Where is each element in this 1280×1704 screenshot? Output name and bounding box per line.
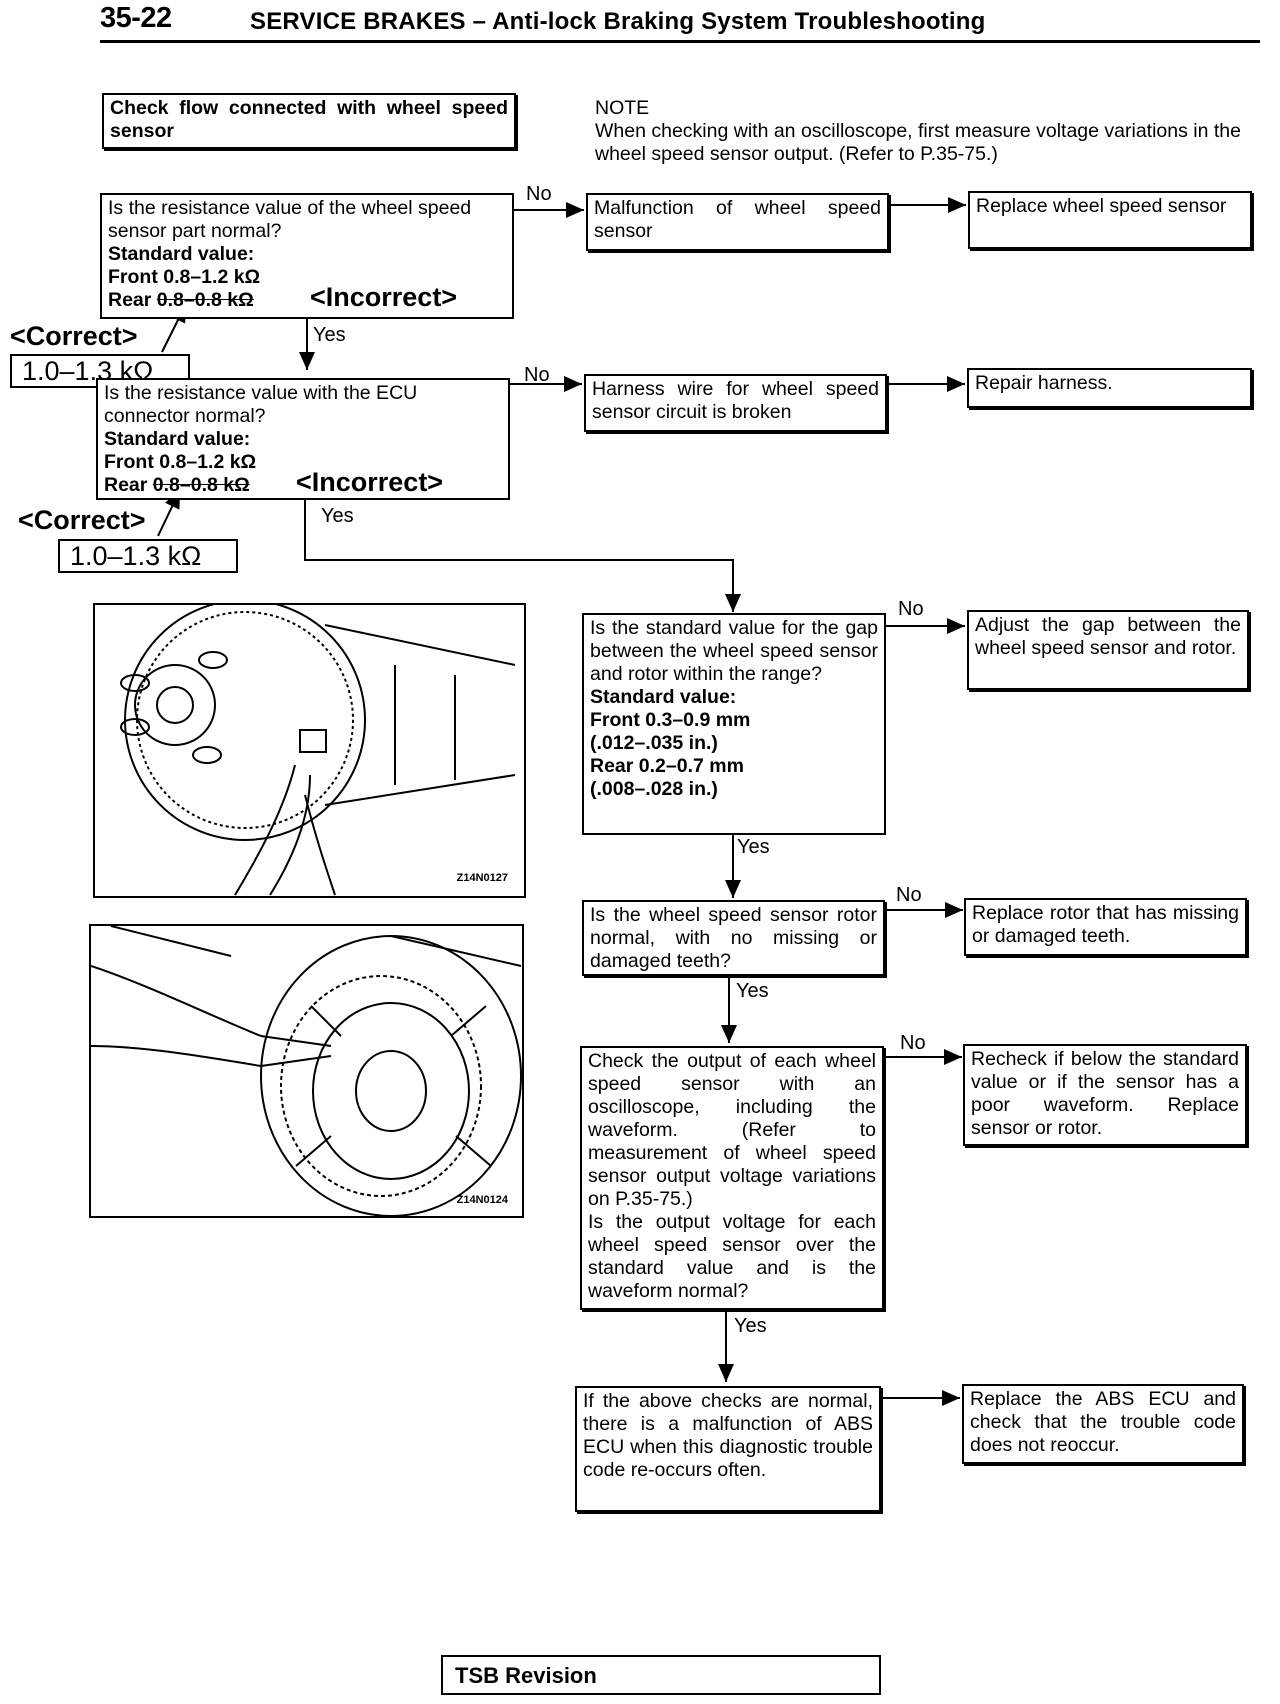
step2-front: Front 0.8–1.2 kΩ [104, 451, 257, 473]
step1-front: Front 0.8–1.2 kΩ [108, 266, 261, 288]
figure1-code: Z14N0127 [456, 872, 508, 884]
step5-text1: Check the output of each wheel speed sen… [588, 1050, 876, 1210]
step2-rear-prefix: Rear [104, 474, 148, 496]
step6-action: Replace the ABS ECU and check that the t… [962, 1384, 1244, 1464]
step1-incorrect-label: <Incorrect> [310, 282, 458, 312]
step3-no-label: No [898, 598, 924, 620]
step5-text2: Is the output voltage for each wheel spe… [588, 1211, 876, 1302]
step1-yes-label: Yes [313, 324, 346, 346]
figure2-code: Z14N0124 [456, 1194, 508, 1206]
step1-correct-label: <Correct> [10, 321, 138, 351]
step5-box: Check the output of each wheel speed sen… [580, 1046, 884, 1310]
step5-yes-label: Yes [734, 1315, 767, 1337]
step4-no-action: Replace rotor that has missing or damage… [964, 898, 1247, 956]
start-box: Check flow connected with wheel speed se… [102, 93, 516, 149]
step1-box: Is the resistance value of the wheel spe… [100, 193, 514, 319]
page-number: 35-22 [100, 2, 172, 34]
step3-rear-in: (.008–.028 in.) [590, 778, 718, 800]
step2-incorrect-label: <Incorrect> [296, 467, 444, 497]
header-rule [100, 40, 1260, 43]
step2-no-action: Repair harness. [967, 368, 1252, 408]
step1-rear-struck: 0.8–0.8 kΩ [156, 289, 254, 311]
step3-no-action: Adjust the gap between the wheel speed s… [967, 610, 1249, 690]
step2-no-label: No [524, 364, 550, 386]
step2-correct-value: 1.0–1.3 kΩ [58, 539, 238, 573]
step2-rear-struck: 0.8–0.8 kΩ [152, 474, 250, 496]
note-heading: NOTE [595, 97, 650, 119]
step6-box: If the above checks are normal, there is… [575, 1386, 881, 1512]
page-title: SERVICE BRAKES – Anti-lock Braking Syste… [250, 8, 986, 35]
figure-rotor-teeth: Z14N0124 [89, 924, 524, 1218]
step5-no-label: No [900, 1032, 926, 1054]
step2-box: Is the resistance value with the ECU con… [96, 378, 510, 500]
step3-question: Is the standard value for the gap betwee… [590, 617, 878, 685]
step1-rear-prefix: Rear [108, 289, 152, 311]
step2-no-result: Harness wire for wheel speed sensor circ… [584, 374, 887, 432]
step2-std-label: Standard value: [104, 428, 251, 450]
step1-question: Is the resistance value of the wheel spe… [108, 197, 472, 242]
step1-std-label: Standard value: [108, 243, 255, 265]
step1-no-result: Malfunction of wheel speed sensor [586, 193, 889, 251]
note-text: When checking with an oscilloscope, firs… [595, 120, 1241, 165]
step3-front-in: (.012–.035 in.) [590, 732, 718, 754]
step3-box: Is the standard value for the gap betwee… [582, 613, 886, 835]
step3-rear: Rear 0.2–0.7 mm [590, 755, 744, 777]
wheel-hub-illustration [120, 605, 516, 896]
step3-std-label: Standard value: [590, 686, 737, 708]
figure-wheel-speed-sensor-gap: Z14N0127 [93, 603, 526, 898]
step3-yes-label: Yes [737, 836, 770, 858]
step4-no-label: No [896, 884, 922, 906]
rotor-hub-illustration [91, 926, 522, 1216]
step2-question: Is the resistance value with the ECU con… [104, 382, 418, 427]
step3-front: Front 0.3–0.9 mm [590, 709, 751, 731]
step2-correct-label: <Correct> [18, 505, 146, 535]
step5-no-action: Recheck if below the standard value or i… [963, 1044, 1247, 1146]
step1-no-label: No [526, 183, 552, 205]
tsb-revision-box: TSB Revision [441, 1655, 881, 1695]
step4-box: Is the wheel speed sensor rotor normal, … [582, 900, 885, 976]
step4-yes-label: Yes [736, 980, 769, 1002]
step2-yes-label: Yes [321, 505, 354, 527]
step1-no-action: Replace wheel speed sensor [968, 191, 1252, 249]
